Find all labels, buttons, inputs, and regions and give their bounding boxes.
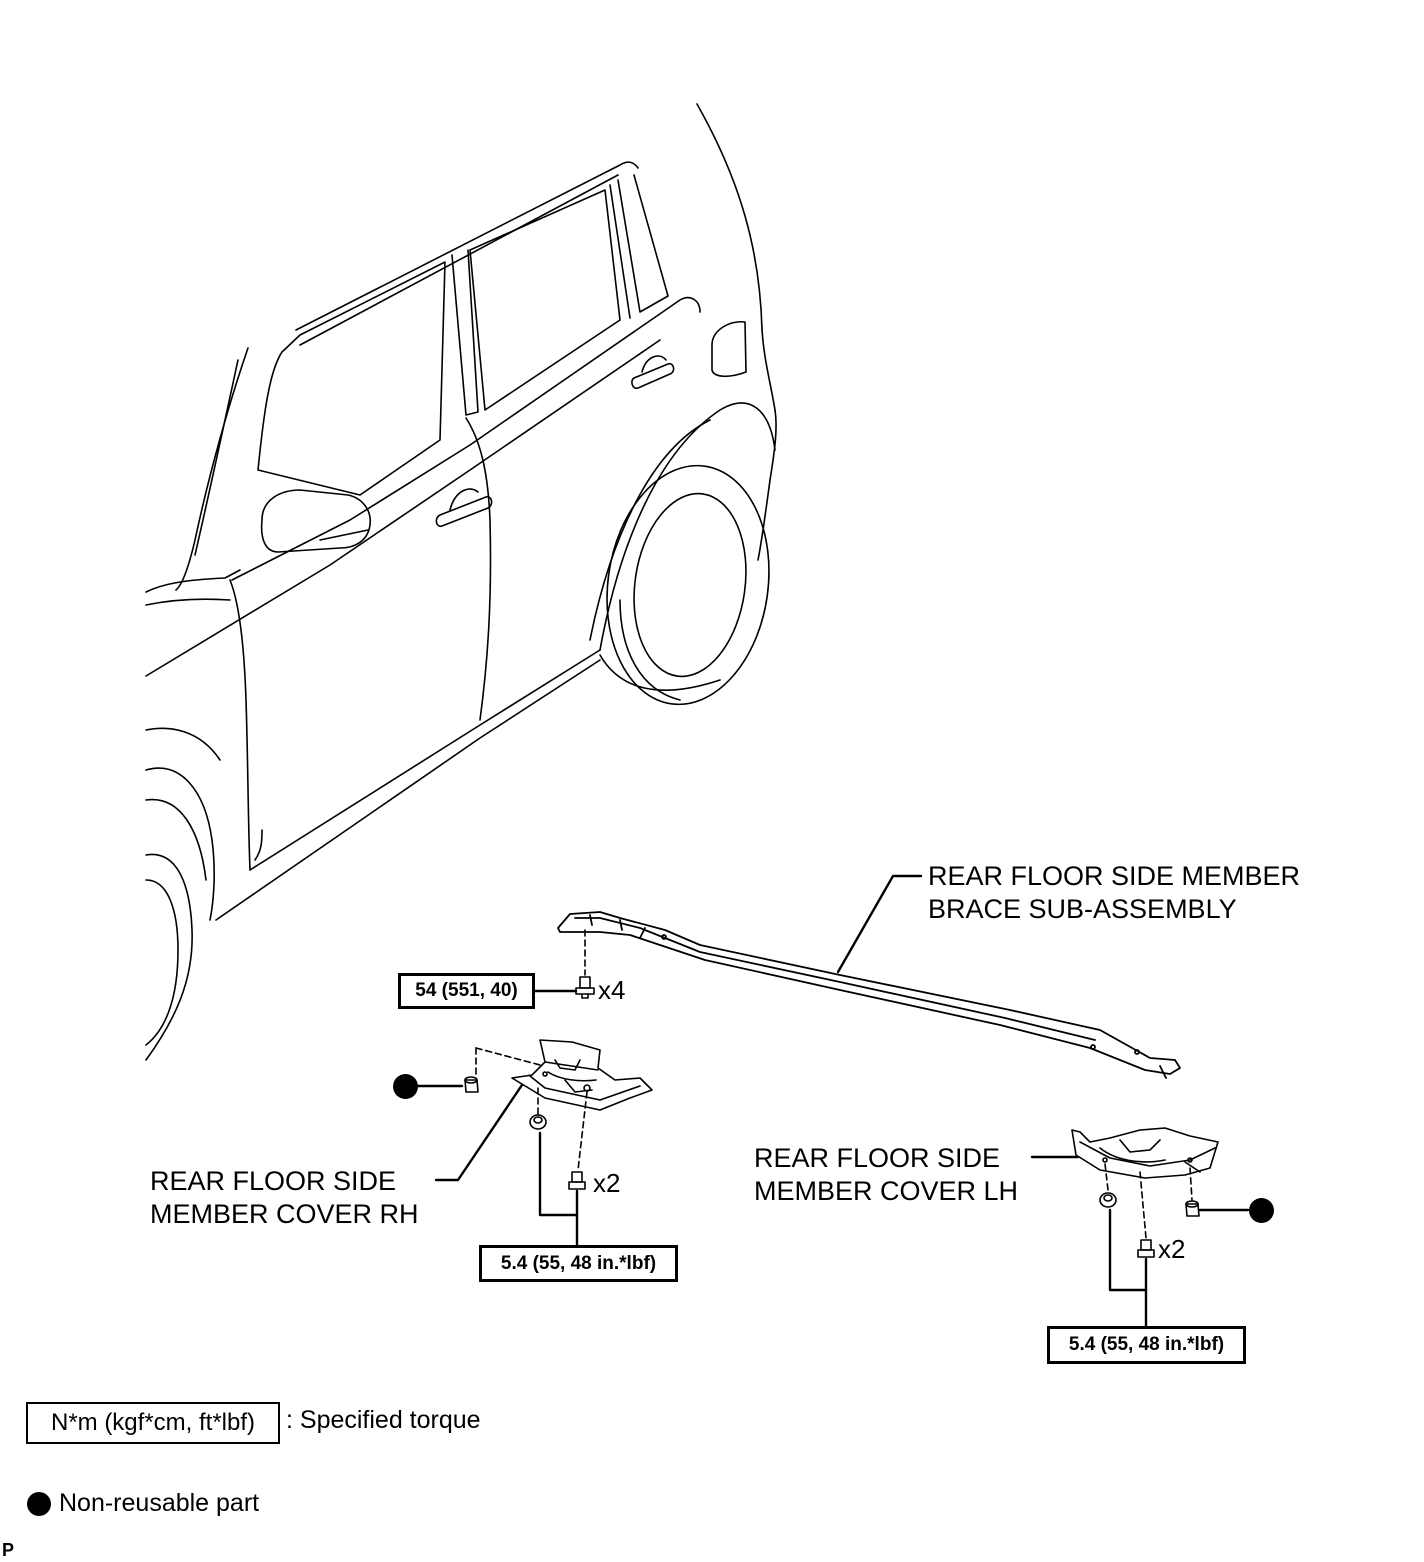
brace-torque-spec: 54 (551, 40) <box>398 973 535 1009</box>
brace-label-line2: BRACE SUB-ASSEMBLY <box>928 894 1237 924</box>
legend-nonreusable-marker <box>27 1492 51 1516</box>
rh-bolt-quantity: x2 <box>593 1168 621 1198</box>
lh-bolt-quantity: x2 <box>1158 1234 1186 1264</box>
brace-label-line1: REAR FLOOR SIDE MEMBER <box>928 861 1301 891</box>
lh-bolt <box>1137 1239 1155 1258</box>
rh-label-leader <box>434 1083 524 1182</box>
cover-rh-part <box>511 1039 653 1111</box>
legend-torque-unit-box: N*m (kgf*cm, ft*lbf) <box>26 1402 280 1444</box>
brace-leader-line <box>836 874 923 974</box>
cover-lh-label-line1: REAR FLOOR SIDE <box>754 1143 1001 1173</box>
brace-bolt <box>575 929 595 999</box>
cover-rh-label-line1: REAR FLOOR SIDE <box>150 1166 397 1196</box>
legend-nonreusable-description: Non-reusable part <box>59 1489 260 1517</box>
rh-bolt <box>568 1171 586 1190</box>
lh-nonreusable-marker <box>1249 1198 1274 1223</box>
lh-nut <box>1185 1200 1200 1217</box>
cover-rh-label-line2: MEMBER COVER RH <box>150 1199 419 1229</box>
legend-torque-description: : Specified torque <box>286 1406 481 1434</box>
rh-nut <box>464 1076 479 1093</box>
lh-clip <box>1099 1192 1117 1208</box>
brace-sub-assembly <box>557 911 1181 1079</box>
rh-clip <box>529 1114 547 1130</box>
cover-lh-label-line2: MEMBER COVER LH <box>754 1176 1019 1206</box>
lh-torque-spec: 5.4 (55, 48 in.*lbf) <box>1047 1326 1246 1364</box>
lh-torque-bracket <box>1108 1208 1148 1330</box>
figure-code: P <box>2 1540 15 1560</box>
rh-torque-bracket <box>538 1131 579 1252</box>
brace-bolt-quantity: x4 <box>598 975 626 1005</box>
rh-torque-spec: 5.4 (55, 48 in.*lbf) <box>479 1245 678 1282</box>
cover-lh-part <box>1071 1127 1219 1179</box>
vehicle-body <box>145 103 777 1061</box>
rh-nonreusable-marker <box>393 1074 418 1099</box>
